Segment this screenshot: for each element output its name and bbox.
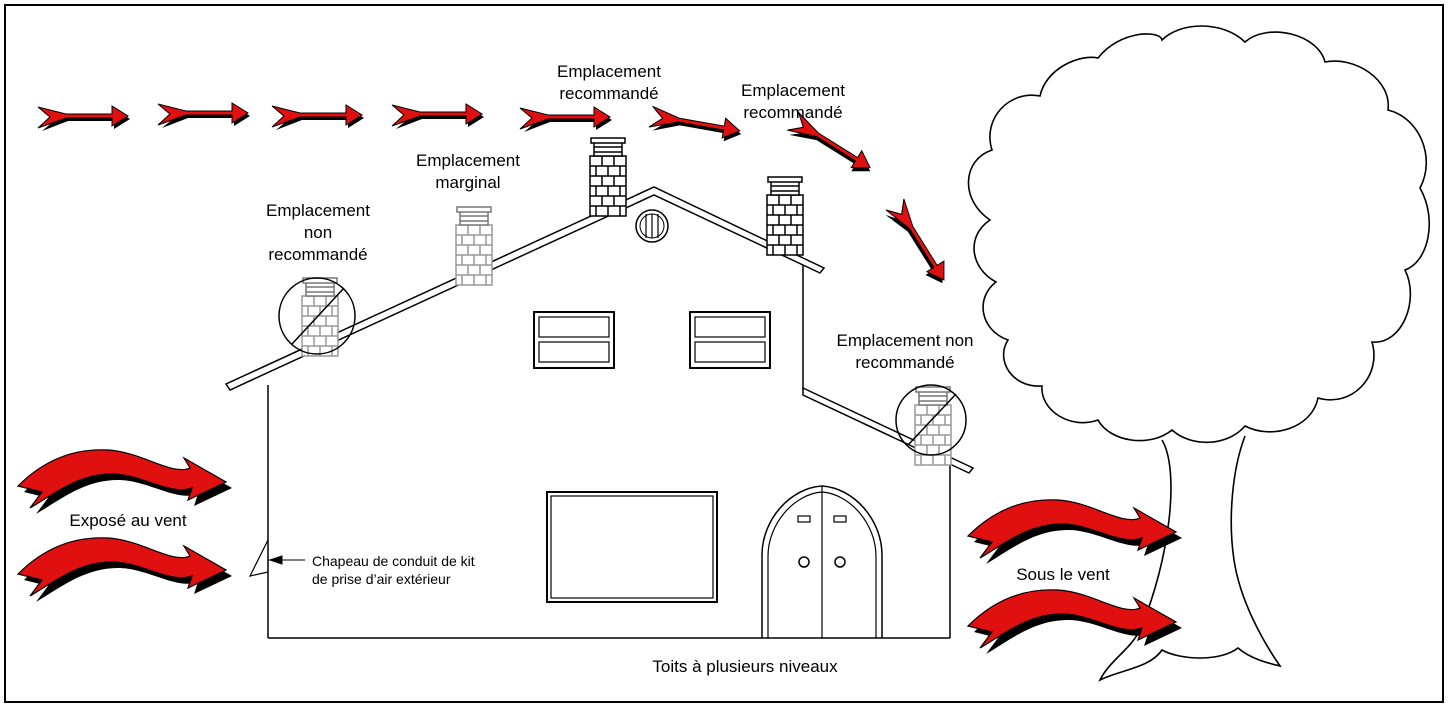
- wind-arrow: [271, 104, 365, 131]
- label-marginal: Emplacement marginal: [400, 150, 536, 194]
- wind-arrow: [883, 197, 954, 291]
- label-line: Emplacement: [741, 81, 845, 100]
- label-not-recommended-left: Emplacement non recommandé: [250, 200, 386, 266]
- chimney-recommended-left: [589, 137, 627, 217]
- wind-arrow: [157, 102, 251, 129]
- chimney-recommended-right: [766, 176, 804, 256]
- label-recommended-left: Emplacement recommandé: [544, 61, 674, 105]
- label-line: Emplacement non: [836, 331, 974, 350]
- label-line: Emplacement: [266, 201, 370, 220]
- label-windward: Exposé au vent: [69, 511, 187, 530]
- wind-arrow: [37, 105, 131, 132]
- label-recommended-right: Emplacement recommandé: [728, 80, 858, 124]
- chimney-not-recommended-right: [895, 384, 967, 466]
- chimney-not-recommended-left: [278, 277, 356, 357]
- label-line: recommandé: [743, 103, 843, 122]
- label-leeward: Sous le vent: [1016, 565, 1110, 584]
- label-not-recommended-right: Emplacement non recommandé: [812, 330, 998, 374]
- label-line: recommandé: [855, 353, 955, 372]
- diagram-caption: Toits à plusieurs niveaux: [652, 657, 838, 676]
- frame-border: [4, 4, 1444, 703]
- wind-arrow-windward: [17, 537, 233, 603]
- chimney-marginal: [455, 206, 493, 286]
- label-intake-cap: Chapeau de conduit de kit de prise d’air…: [312, 552, 475, 588]
- label-line: recommandé: [559, 84, 659, 103]
- wind-arrow-windward: [17, 449, 233, 515]
- label-line: recommandé: [268, 245, 368, 264]
- label-line: Chapeau de conduit de kit: [312, 553, 475, 569]
- wind-arrow-leeward: [967, 499, 1183, 565]
- label-line: Emplacement: [416, 151, 520, 170]
- label-line: non: [303, 223, 333, 242]
- wind-arrow: [391, 103, 485, 130]
- label-line: marginal: [435, 173, 501, 192]
- label-line: Emplacement: [557, 62, 661, 81]
- wind-arrow-leeward: [967, 589, 1183, 655]
- label-line: de prise d’air extérieur: [312, 571, 451, 587]
- wind-arrow: [519, 106, 613, 133]
